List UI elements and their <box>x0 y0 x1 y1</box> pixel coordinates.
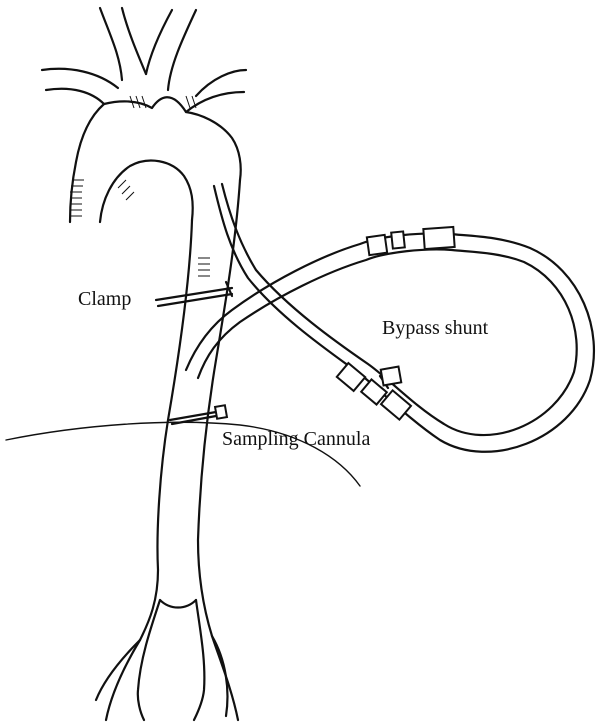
left-side-vessel <box>42 69 118 88</box>
left-branch-split-outer <box>168 10 196 90</box>
sampling-cannula-label: Sampling Cannula <box>222 429 370 449</box>
bypass-shunt-label: Bypass shunt <box>382 318 488 338</box>
clamp <box>156 282 232 306</box>
right-side-vessel-lower <box>186 92 244 112</box>
aortic-arch-inner <box>100 161 193 222</box>
left-side-vessel-lower <box>46 89 104 104</box>
aortic-arch-top <box>104 97 241 180</box>
descending-aorta-right-wall <box>198 180 240 720</box>
clamp-label: Clamp <box>78 289 131 309</box>
stopcock-valve <box>380 367 401 388</box>
iliac-crotch <box>160 600 196 608</box>
left-branch-split <box>146 10 172 74</box>
iliac-outer-right <box>212 636 227 716</box>
left-branch-vessel <box>100 8 122 80</box>
iliac-outer-left <box>96 640 140 700</box>
sampling-cannula <box>170 405 227 424</box>
iliac-right-inner <box>194 600 204 720</box>
left-branch-vessel-inner <box>122 8 146 74</box>
